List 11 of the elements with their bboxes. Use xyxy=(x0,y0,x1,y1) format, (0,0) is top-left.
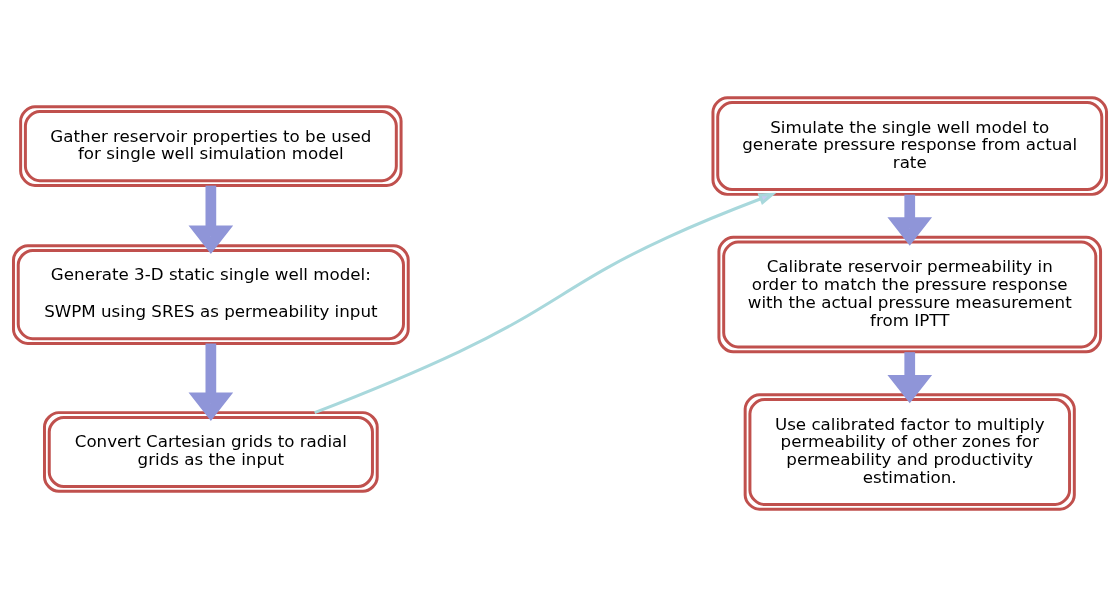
arrow xyxy=(188,343,234,421)
arrow xyxy=(887,194,933,246)
arrow xyxy=(188,185,234,254)
node-box: Generate 3-D static single well model: SWPM using SRES as permeability input xyxy=(12,244,410,345)
node-box: Gather reservoir properties to be used for single well simulation model xyxy=(19,105,403,187)
node-box: Calibrate reservoir permeability in order to match the pressure response with the actual pressure measurement from IPTT xyxy=(717,235,1103,354)
arrow xyxy=(887,352,933,404)
node-box: Use calibrated factor to multiply permeability of other zones for permeability and productivity estimation. xyxy=(743,393,1076,511)
arrow xyxy=(314,192,777,414)
node-box: Convert Cartesian grids to radial grids as the input xyxy=(43,411,379,493)
node-box: Simulate the single well model to generate pressure response from actual rate xyxy=(711,96,1108,196)
